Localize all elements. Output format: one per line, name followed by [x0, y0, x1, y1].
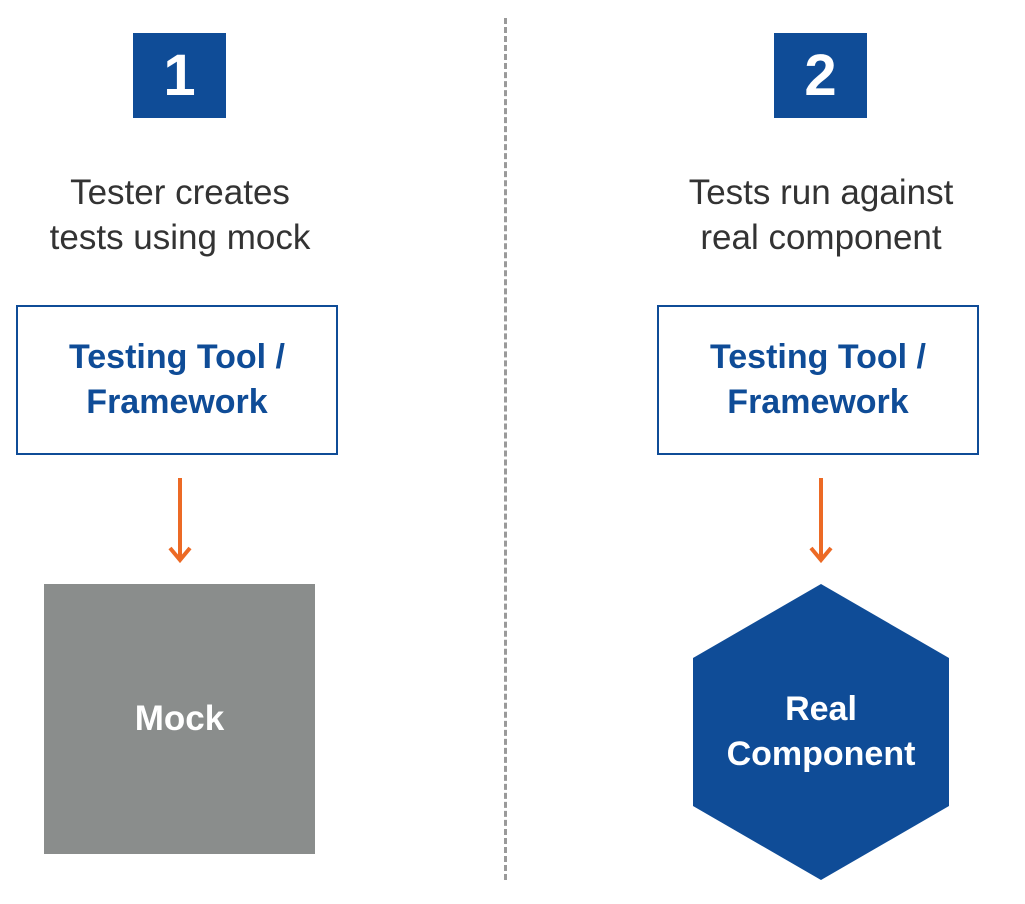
step-2-badge: 2: [774, 33, 867, 118]
testing-tool-label-right: Testing Tool / Framework: [710, 338, 926, 421]
testing-tool-box-left: Testing Tool / Framework: [16, 305, 338, 455]
step-2-number: 2: [804, 43, 837, 108]
testing-tool-box-right: Testing Tool / Framework: [657, 305, 979, 455]
real-component-hexagon: [693, 584, 949, 880]
step-2-caption: Tests run against real component: [688, 173, 954, 257]
testing-tool-label-left: Testing Tool / Framework: [69, 338, 285, 421]
step-1-caption: Tester creates tests using mock: [49, 173, 311, 257]
arrow-down-icon: [809, 478, 833, 564]
section-divider: [504, 18, 507, 880]
mock-box: Mock: [44, 584, 315, 854]
real-component-label: Real Component: [726, 690, 916, 773]
step-1-number: 1: [163, 43, 196, 108]
step-1-badge: 1: [133, 33, 226, 118]
arrow-down-icon: [168, 478, 192, 564]
mock-label: Mock: [134, 699, 225, 738]
